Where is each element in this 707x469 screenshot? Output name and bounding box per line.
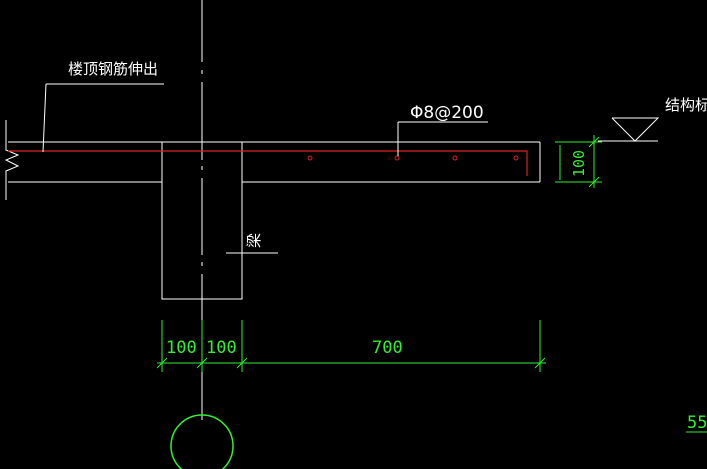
rebar-dot — [513, 155, 519, 161]
corner-text: 55 — [687, 413, 707, 433]
rebar-spec-leader — [397, 121, 488, 156]
top-rebar — [8, 150, 528, 176]
slab-thickness-text: 100 — [570, 150, 588, 177]
floor-rebar-leader — [42, 83, 164, 153]
axis-bubble-circle — [170, 414, 234, 469]
rebar-dot — [452, 155, 458, 161]
structure-level-label: 结构标高 — [665, 96, 707, 114]
slab-beam-outline — [8, 141, 541, 300]
horizontal-dimension-chain — [156, 320, 546, 372]
rebar-spec-label: Φ8@200 — [410, 103, 484, 123]
dimension-cantilever: 700 — [372, 338, 403, 358]
rebar-dot — [307, 155, 313, 161]
distribution-rebar-dots — [307, 155, 519, 161]
slab-thickness-dimension — [555, 135, 602, 188]
dimension-right-half: 100 — [206, 338, 237, 358]
structure-level-symbol — [598, 117, 660, 142]
floor-rebar-label: 楼顶钢筋伸出 — [68, 60, 158, 78]
dimension-left-half: 100 — [166, 338, 197, 358]
rebar-dot — [394, 155, 400, 161]
beam-label: 梁 — [245, 233, 263, 248]
break-line-symbol — [4, 120, 20, 200]
